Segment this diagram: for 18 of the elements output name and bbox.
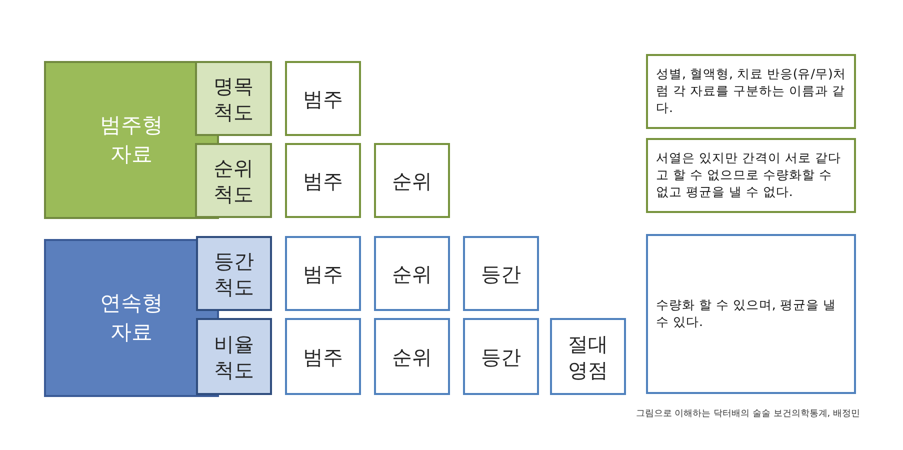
property-box: 순위 [374, 318, 450, 395]
property-box: 범주 [285, 61, 361, 136]
property-box: 범주 [285, 143, 361, 218]
description-box: 수량화 할 수 있으며, 평균을 낼 수 있다. [646, 234, 856, 394]
property-box: 순위 [374, 236, 450, 311]
source-caption: 그림으로 이해하는 닥터배의 술술 보건의학통계, 배정민 [634, 408, 860, 420]
scale-box: 명목 척도 [195, 61, 272, 136]
description-box: 서열은 있지만 간격이 서로 같다고 할 수 없으므로 수량화할 수 없고 평균을 낼 수 없다. [646, 138, 856, 213]
scale-box: 순위 척도 [195, 143, 272, 218]
property-box: 순위 [374, 143, 450, 218]
property-box: 등간 [463, 318, 539, 395]
property-box: 범주 [285, 236, 361, 311]
scale-box: 비율 척도 [196, 318, 272, 395]
property-box: 범주 [285, 318, 361, 395]
scale-box: 등간 척도 [196, 236, 272, 311]
description-box: 성별, 혈액형, 치료 반응(유/무)처럼 각 자료를 구분하는 이름과 같다. [646, 54, 856, 129]
property-box: 등간 [463, 236, 539, 311]
property-box: 절대 영점 [550, 318, 626, 395]
